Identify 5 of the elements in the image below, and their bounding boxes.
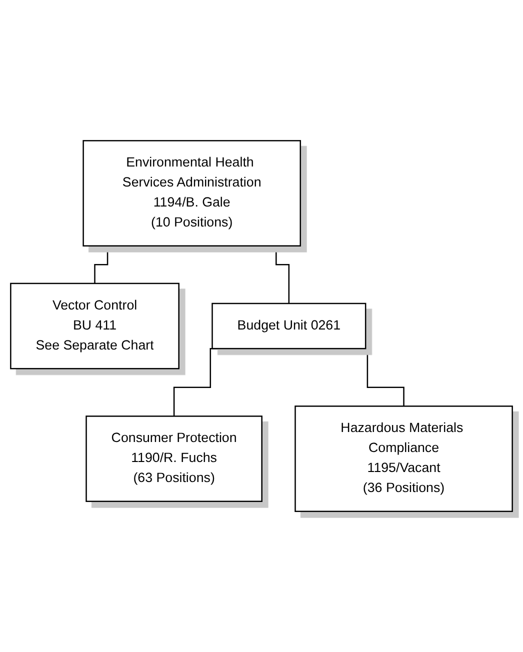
node-box: Budget Unit 0261: [212, 302, 366, 350]
node-box: Hazardous Materials Compliance 1195/Vacant (36 Positions): [294, 406, 513, 512]
node-box: Vector Control BU 411 See Separate Chart: [10, 282, 180, 370]
node-box: Environmental Health Services Administration 1194/B. Gale (10 Positions): [82, 140, 301, 246]
node-box: Consumer Protection 1190/R. Fuchs (63 Positions): [86, 416, 262, 502]
